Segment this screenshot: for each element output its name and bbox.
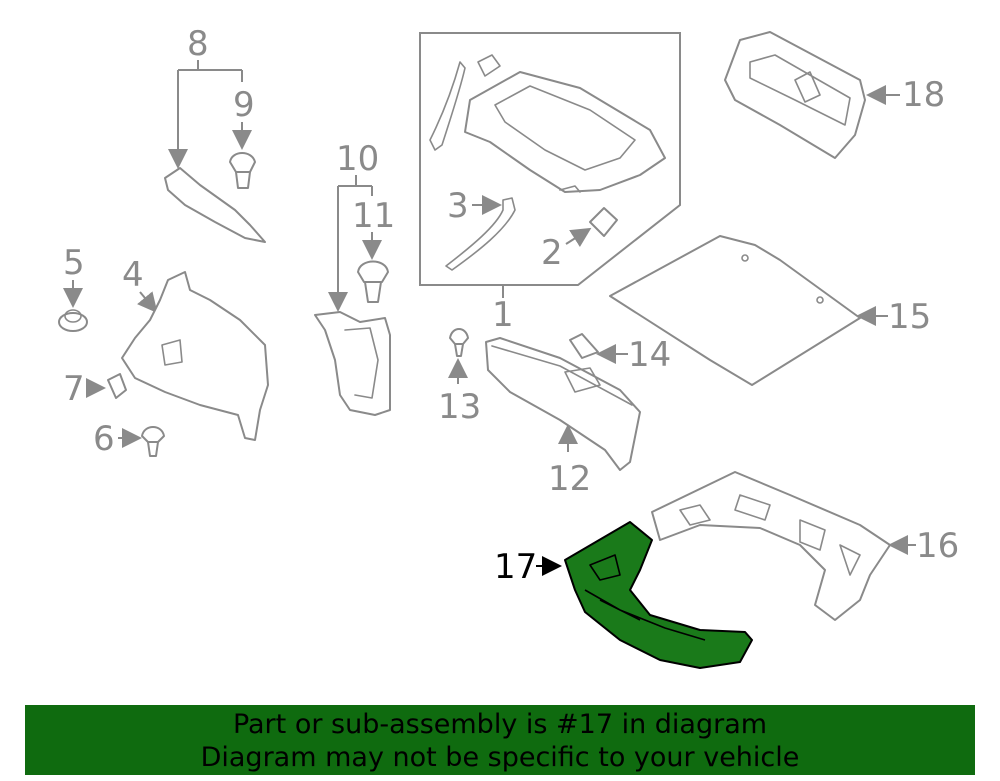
clip-part-11[interactable] <box>357 260 389 303</box>
mat-hole-a <box>741 254 749 262</box>
clip-part-14[interactable] <box>569 333 599 359</box>
callout-9[interactable]: 9 <box>233 85 255 125</box>
leader-10 <box>338 175 372 308</box>
leader-8 <box>178 60 242 165</box>
storage-box-detail-18 <box>749 54 851 126</box>
shelf-strap <box>429 61 466 151</box>
callout-2[interactable]: 2 <box>541 233 563 273</box>
sill-plate-part-12[interactable] <box>485 337 641 471</box>
banner-line-1: Part or sub-assembly is #17 in diagram <box>232 709 768 740</box>
callout-8[interactable]: 8 <box>187 24 209 64</box>
callout-17[interactable]: 17 <box>494 547 537 587</box>
callout-10[interactable]: 10 <box>336 139 379 179</box>
clip-part-6[interactable] <box>141 426 165 457</box>
sill-plate-detail-12 <box>491 345 633 406</box>
strap-part-3[interactable] <box>445 197 516 271</box>
callout-12[interactable]: 12 <box>548 459 591 499</box>
clip-part-9[interactable] <box>229 152 256 189</box>
foam-tray-part-16[interactable] <box>651 471 891 621</box>
callout-18[interactable]: 18 <box>902 75 945 115</box>
leader-4 <box>137 291 158 314</box>
parcel-shelf-part[interactable] <box>464 71 666 193</box>
info-banner: Part or sub-assembly is #17 in diagram D… <box>25 705 975 775</box>
foam-tray-detail-16 <box>679 494 861 576</box>
banner-line-2: Diagram may not be specific to your vehi… <box>200 742 800 773</box>
grommet-part-5[interactable] <box>58 309 88 332</box>
leader-2 <box>565 227 592 248</box>
pad-part-2[interactable] <box>589 207 618 237</box>
assembly-1-outline <box>419 32 681 286</box>
clip-part-13[interactable] <box>449 328 469 357</box>
trim-part-8[interactable] <box>164 167 266 243</box>
cover-part-7[interactable] <box>107 373 127 399</box>
shelf-tag <box>477 54 501 77</box>
callout-1[interactable]: 1 <box>492 295 514 335</box>
storage-box-part-18[interactable] <box>724 31 866 159</box>
floor-mat-part-15[interactable] <box>609 235 861 386</box>
bracket-detail-10 <box>344 327 379 399</box>
callout-11[interactable]: 11 <box>352 196 395 236</box>
trim-panel-detail-4 <box>161 339 183 366</box>
foam-insert-part-17[interactable] <box>564 521 753 669</box>
callout-5[interactable]: 5 <box>63 243 85 283</box>
callout-13[interactable]: 13 <box>438 387 481 427</box>
callout-4[interactable]: 4 <box>122 255 144 295</box>
callout-3[interactable]: 3 <box>447 186 469 226</box>
callout-14[interactable]: 14 <box>628 335 671 375</box>
parts-diagram: 1 3 2 8 9 10 11 5 4 7 <box>58 24 959 669</box>
bracket-part-10[interactable] <box>314 311 391 416</box>
trim-panel-part-4[interactable] <box>121 271 269 441</box>
callout-16[interactable]: 16 <box>916 526 959 566</box>
mat-hole-b <box>816 296 824 304</box>
callout-15[interactable]: 15 <box>888 297 931 337</box>
callout-7[interactable]: 7 <box>63 369 85 409</box>
callout-6[interactable]: 6 <box>93 419 115 459</box>
foam-insert-detail-17 <box>584 554 706 641</box>
